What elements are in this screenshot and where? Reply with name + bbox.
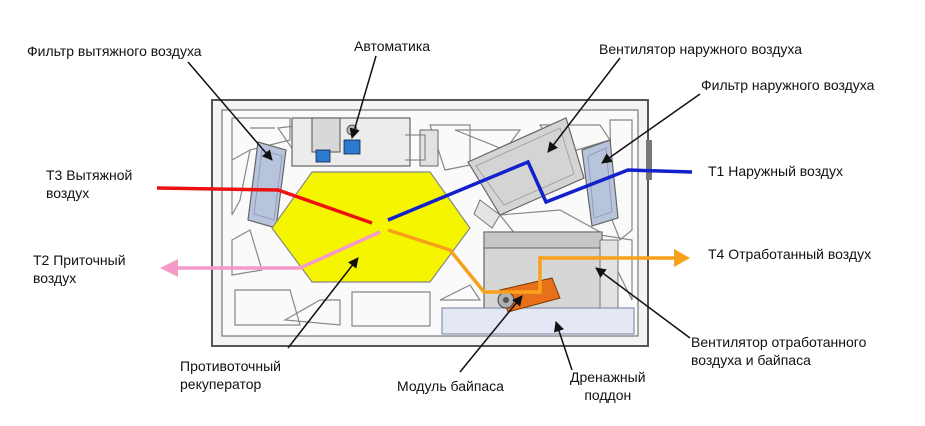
t2-arrowhead: [160, 259, 178, 277]
label-t3: Т3 Вытяжной воздух: [46, 166, 132, 202]
label-t1: Т1 Наружный воздух: [708, 163, 843, 179]
callout-exhaust-filter: [187, 61, 273, 161]
label-t2-line2: воздух: [33, 270, 77, 286]
label-recuperator-line2: рекуператор: [180, 376, 262, 392]
callout-lines: [187, 55, 701, 373]
callout-drain-tray: [554, 321, 573, 371]
callout-automation: [349, 55, 377, 140]
side-flange: [646, 140, 652, 180]
callout-outdoor-filter: [601, 93, 701, 164]
t4-exhaust-air-flow: [387, 228, 676, 294]
drain-tray: [441, 307, 635, 335]
label-recuperator: Противоточный рекуператор: [180, 357, 281, 393]
label-exhaust-fan-line1: Вентилятор отработанного: [691, 334, 867, 350]
label-exhaust-fan: Вентилятор отработанного воздуха и байпа…: [691, 333, 866, 369]
callout-supply-fan: [547, 57, 621, 153]
t1-outdoor-air-flow: [387, 159, 693, 222]
label-drain-line2: поддон: [584, 387, 632, 403]
label-recuperator-line1: Противоточный: [180, 358, 281, 374]
label-automation: Автоматика: [354, 38, 431, 54]
label-supply-fan: Вентилятор наружного воздуха: [599, 41, 803, 57]
label-t2: Т2 Приточный воздух: [33, 251, 126, 287]
label-t3-line2: воздух: [46, 185, 90, 201]
callout-bypass-module: [459, 295, 523, 373]
counterflow-recuperator: [271, 171, 471, 283]
label-t4: Т4 Отработанный воздух: [708, 246, 872, 262]
t3-exhaust-air-flow: [156, 186, 373, 225]
label-outdoor-filter: Фильтр наружного воздуха: [701, 77, 875, 93]
label-exhaust-filter: Фильтр вытяжного воздуха: [27, 43, 202, 59]
label-t2-line1: Т2 Приточный: [33, 252, 126, 268]
label-exhaust-fan-line2: воздуха и байпаса: [691, 352, 811, 368]
label-drain-tray: Дренажный поддон: [570, 368, 646, 404]
t2-supply-air-flow: [172, 230, 381, 270]
label-drain-line1: Дренажный: [570, 369, 646, 385]
callout-exhaust-fan: [595, 267, 691, 339]
label-t3-line1: Т3 Вытяжной: [46, 167, 133, 183]
callout-recuperator: [287, 257, 359, 349]
label-bypass-module: Модуль байпаса: [397, 378, 504, 394]
t4-arrowhead: [674, 249, 690, 267]
